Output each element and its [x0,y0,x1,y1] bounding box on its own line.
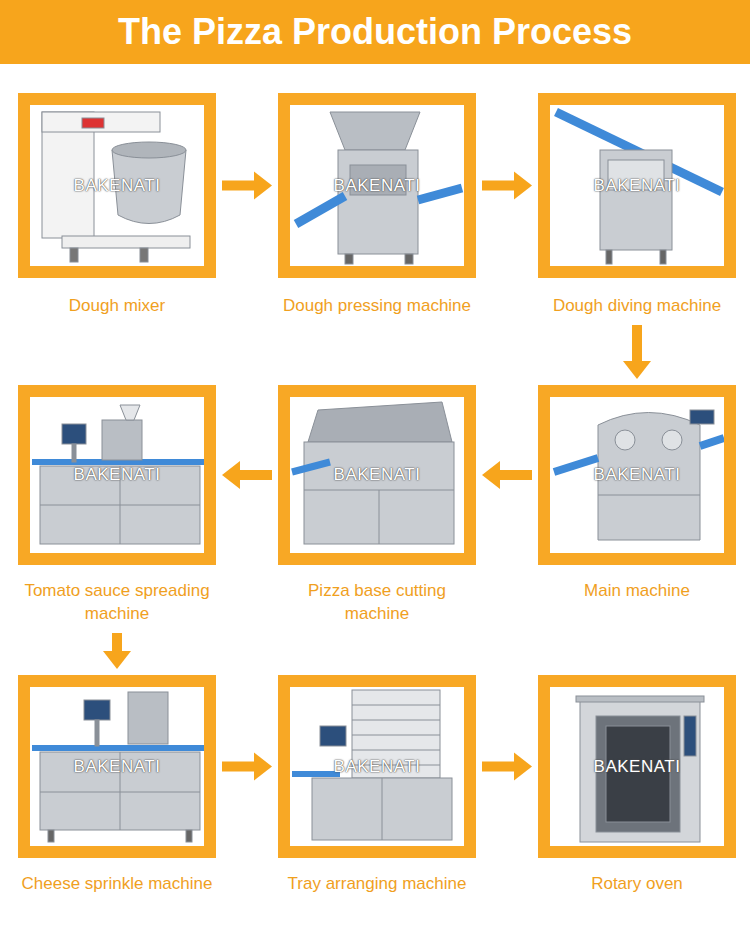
arrow-shaft [238,470,272,480]
arrow-head [103,651,131,669]
machine-frame: BAKENATI [538,385,736,565]
arrow-head [222,461,240,489]
process-step: BAKENATI Cheese sprinkle machine [8,675,226,895]
watermark: BAKENATI [290,757,464,777]
machine-frame: BAKENATI [278,675,476,858]
step-label: Dough diving machine [528,294,746,317]
machine-frame: BAKENATI [18,385,216,565]
watermark: BAKENATI [290,465,464,485]
watermark: BAKENATI [290,176,464,196]
arrow-head [254,753,272,781]
arrow-shaft [482,181,516,191]
machine-frame: BAKENATI [278,385,476,565]
step-label: Cheese sprinkle machine [8,872,226,895]
watermark: BAKENATI [30,757,204,777]
watermark: BAKENATI [550,757,724,777]
process-step: BAKENATI Rotary oven [528,675,746,895]
step-label: Dough mixer [8,294,226,317]
arrow-shaft [112,633,122,653]
arrow-head [623,361,651,379]
flow-arrow [222,753,272,781]
process-step: BAKENATI Pizza base cutting machine [268,385,486,625]
process-step: BAKENATI Dough mixer [8,93,226,317]
arrow-shaft [482,762,516,772]
step-label: Rotary oven [528,872,746,895]
process-step: BAKENATI Dough diving machine [528,93,746,317]
arrow-head [514,172,532,200]
machine-frame: BAKENATI [538,93,736,278]
arrow-head [514,753,532,781]
step-label: Main machine [528,579,746,602]
flow-arrow [482,753,532,781]
process-step: BAKENATI Tray arranging machine [268,675,486,895]
flow-arrow [222,461,272,489]
step-label: Tomato sauce spreading machine [12,579,222,625]
step-label: Pizza base cutting machine [295,579,460,625]
arrow-shaft [222,762,256,772]
watermark: BAKENATI [30,465,204,485]
arrow-head [254,172,272,200]
flow-arrow [482,461,532,489]
machine-frame: BAKENATI [18,675,216,858]
flow-arrow [482,172,532,200]
machine-frame: BAKENATI [278,93,476,278]
step-label: Dough pressing machine [268,294,486,317]
flow-arrow [623,325,651,379]
arrow-head [482,461,500,489]
title-text: The Pizza Production Process [0,0,750,64]
machine-frame: BAKENATI [18,93,216,278]
watermark: BAKENATI [550,465,724,485]
arrow-shaft [222,181,256,191]
process-step: BAKENATI Tomato sauce spreading machine [8,385,226,625]
process-step: BAKENATI Dough pressing machine [268,93,486,317]
arrow-shaft [498,470,532,480]
process-step: BAKENATI Main machine [528,385,746,602]
arrow-shaft [632,325,642,363]
step-label: Tray arranging machine [268,872,486,895]
flow-arrow [103,633,131,669]
watermark: BAKENATI [550,176,724,196]
flow-arrow [222,172,272,200]
watermark: BAKENATI [30,176,204,196]
machine-frame: BAKENATI [538,675,736,858]
